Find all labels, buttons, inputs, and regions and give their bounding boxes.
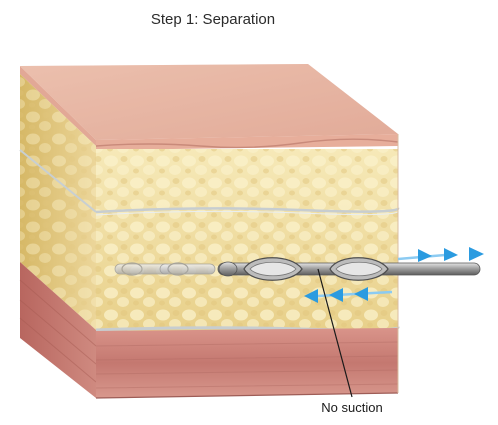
skin-top-face — [20, 64, 398, 140]
diagram-title: Step 1: Separation — [151, 11, 275, 28]
no-suction-label: No suction — [321, 400, 382, 415]
block-front-face — [95, 134, 400, 399]
ghost-cannula-2 — [159, 262, 216, 276]
cannula — [217, 257, 481, 281]
block-side-face — [19, 66, 97, 398]
forward-arrows — [397, 247, 484, 262]
backward-arrows — [304, 287, 393, 303]
no-suction-leader-line — [317, 268, 353, 398]
